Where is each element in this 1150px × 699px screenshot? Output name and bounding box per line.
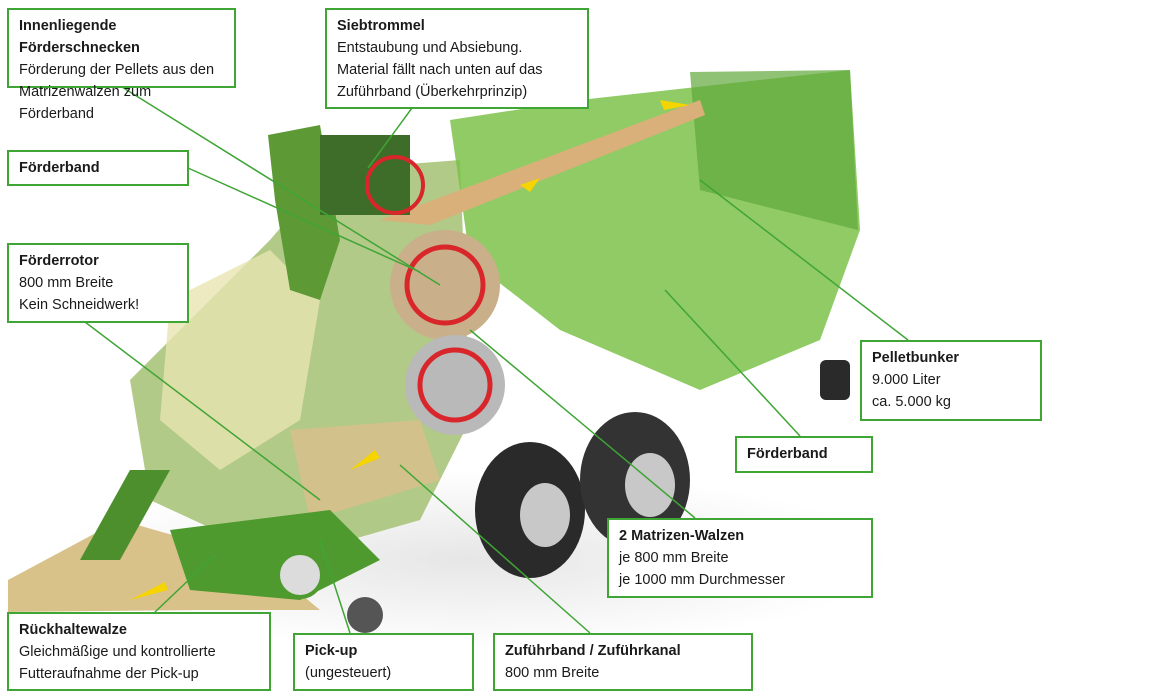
callout-title: Siebtrommel — [337, 18, 425, 34]
callout-conveyor-right: Förderband — [735, 436, 873, 473]
callout-text: (ungesteuert) — [305, 665, 392, 681]
callout-title: Pelletbunker — [872, 350, 960, 366]
callout-text: je 800 mm Breite — [619, 550, 729, 566]
callout-text: 800 mm Breite — [505, 665, 600, 681]
callout-text: Matrizenwalzen zum Förderband — [19, 84, 152, 122]
callout-title: Zuführband / Zuführkanal — [505, 643, 681, 659]
callout-inner-augers: Innenliegende Förderschnecken Förderung … — [7, 8, 236, 122]
callout-text: Material fällt nach unten auf das — [337, 62, 543, 78]
callout-text: Entstaubung und Absiebung. — [337, 40, 523, 56]
callout-text: Kein Schneidwerk! — [19, 297, 140, 313]
callout-title: Förderband — [19, 160, 100, 176]
callout-screen-drum: Siebtrommel Entstaubung und Absiebung. M… — [325, 8, 589, 109]
callout-conveyor-left: Förderband — [7, 150, 189, 186]
leader-lines — [84, 86, 909, 634]
feed-channel — [290, 420, 440, 520]
callout-text: ca. 5.000 kg — [872, 394, 951, 410]
callout-title: Rückhaltewalze — [19, 622, 127, 638]
callout-title: 2 Matrizen-Walzen — [619, 528, 745, 544]
callout-title: Förderband — [747, 446, 828, 462]
callout-text: Futteraufnahme der Pick-up — [19, 666, 199, 682]
conveyor-belt — [380, 100, 705, 225]
drawbar — [80, 470, 170, 560]
callout-text: je 1000 mm Durchmesser — [619, 572, 785, 588]
screen-drum — [365, 155, 425, 215]
callout-text: 800 mm Breite — [19, 275, 114, 291]
callout-bunker: Pelletbunker 9.000 Liter ca. 5.000 kg — [860, 340, 1042, 421]
callout-text: 9.000 Liter — [872, 372, 941, 388]
flow-arrows — [130, 100, 690, 600]
callout-title: Innenliegende Förderschnecken — [19, 18, 140, 56]
pickup — [170, 510, 380, 600]
callout-text: Förderung der Pellets aus den — [19, 62, 215, 78]
callout-text: Gleichmäßige und kontrollierte — [19, 644, 216, 660]
callout-text: Zuführband (Überkehrprinzip) — [337, 84, 528, 100]
callout-title: Förderrotor — [19, 253, 99, 269]
callout-die-rollers: 2 Matrizen-Walzen je 800 mm Breite je 10… — [607, 518, 873, 598]
callout-feed: Zuführband / Zuführkanal 800 mm Breite — [493, 633, 753, 691]
callout-title: Pick-up — [305, 643, 358, 659]
callout-rotor: Förderrotor 800 mm Breite Kein Schneidwe… — [7, 243, 189, 323]
callout-retainer: Rückhaltewalze Gleichmäßige und kontroll… — [7, 612, 271, 691]
callout-pickup: Pick-up (ungesteuert) — [293, 633, 474, 691]
